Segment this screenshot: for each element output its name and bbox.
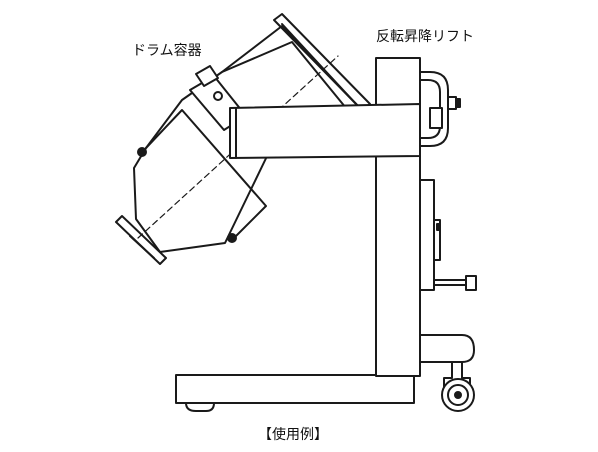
drum-bolt-top bbox=[138, 148, 146, 156]
drum-bolt-mid bbox=[214, 92, 222, 100]
gear-box-detail bbox=[437, 224, 440, 230]
gear-box bbox=[420, 180, 434, 290]
base-plate bbox=[176, 375, 414, 403]
caster-axle bbox=[455, 392, 461, 398]
clamp-block bbox=[430, 108, 442, 128]
base-foot-left bbox=[186, 403, 214, 411]
drum-bolt-bottom bbox=[228, 234, 236, 242]
drum-lower bbox=[146, 110, 266, 240]
lift-arm bbox=[230, 104, 420, 158]
drum-bottom-lip bbox=[130, 236, 154, 258]
crank-grip bbox=[466, 276, 476, 290]
handle-knob-cap bbox=[456, 99, 460, 107]
caster-hub bbox=[448, 385, 468, 405]
clamp-band-top bbox=[196, 66, 218, 86]
label-drum-container: ドラム容器 bbox=[132, 43, 202, 59]
gear-box-inner bbox=[434, 220, 440, 260]
caster-arm bbox=[420, 335, 474, 362]
handle-knob bbox=[448, 97, 456, 109]
label-reverse-lift: 反転昇降リフト bbox=[376, 29, 474, 45]
figure-caption: 【使用例】 bbox=[258, 427, 328, 443]
